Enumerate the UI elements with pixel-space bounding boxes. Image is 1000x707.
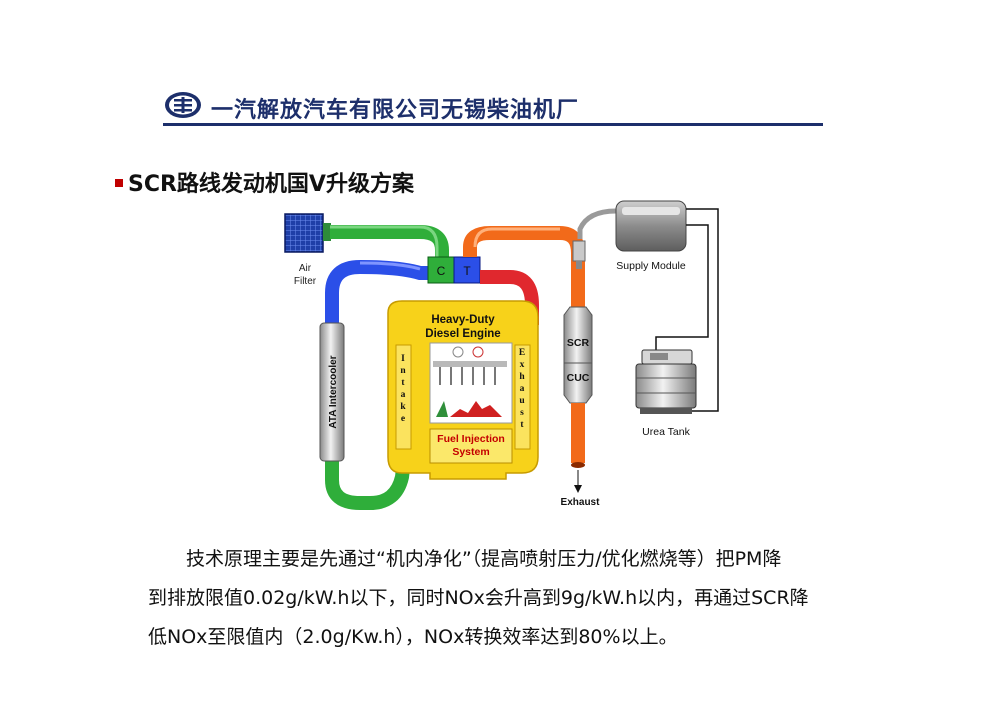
intake-air-pipe (330, 225, 449, 261)
ata-intercooler (319, 322, 345, 462)
intercooler-label: ATA Intercooler (328, 355, 339, 428)
paragraph-line-1: 技术原理主要是先通过“机内净化”（提高喷射压力/优化燃烧等）把PM降 (186, 548, 782, 570)
svg-text:k: k (400, 402, 406, 412)
air-filter-label-2: Filter (294, 276, 317, 287)
engine-label-2: Diesel Engine (425, 328, 500, 340)
diesel-engine (387, 300, 539, 480)
paragraph-line-3: 低NOx至限值内（2.0g/Kw.h），NOx转换效率达到80%以上。 (148, 626, 678, 648)
supply-wire (686, 208, 719, 412)
charge-air-pipe-bottom (325, 459, 411, 510)
intake-label: I n t a k e (400, 354, 406, 424)
scr-system-diagram: Air Filter ATA Intercooler C T (284, 200, 719, 510)
scr-label: SCR (567, 337, 590, 349)
company-name: 一汽解放汽车有限公司无锡柴油机厂 (211, 98, 580, 123)
fuel-injection-label-1: Fuel Injection (437, 433, 505, 445)
slide-title: SCR路线发动机国Ⅴ升级方案 (115, 166, 414, 198)
charge-air-pipe-top (325, 260, 438, 323)
compressor-label: C (437, 264, 446, 278)
svg-text:a: a (520, 384, 525, 394)
supply-module-label: Supply Module (616, 260, 686, 272)
svg-text:a: a (401, 390, 406, 400)
urea-tank (635, 349, 697, 414)
svg-text:x: x (520, 360, 525, 370)
exhaust-out-label: Exhaust (561, 497, 601, 508)
header: 一汽解放汽车有限公司无锡柴油机厂 (163, 86, 823, 126)
exhaust-side-label: E x h a u s t (519, 348, 526, 430)
header-divider (163, 123, 823, 126)
svg-text:I: I (401, 354, 405, 364)
svg-text:h: h (519, 372, 525, 382)
paragraph-line-2: 到排放限值0.02g/kW.h以下，同时NOx会升高到9g/kW.h以内，再通过… (148, 587, 809, 609)
scr-catalyst (563, 306, 593, 404)
svg-text:t: t (520, 420, 524, 430)
svg-text:t: t (401, 378, 405, 388)
description-paragraph: 技术原理主要是先通过“机内净化”（提高喷射压力/优化燃烧等）把PM降 到排放限值… (148, 540, 908, 657)
slide-title-text: SCR路线发动机国Ⅴ升级方案 (128, 172, 414, 197)
urea-tank-label: Urea Tank (642, 426, 690, 438)
supply-module (615, 200, 687, 252)
faw-logo-icon (165, 92, 201, 118)
bullet-square-icon (115, 179, 123, 187)
air-filter (284, 213, 331, 253)
air-filter-label-1: Air (299, 263, 312, 274)
svg-text:u: u (519, 396, 525, 406)
svg-text:n: n (400, 366, 406, 376)
fuel-injection-label-2: System (452, 446, 489, 458)
svg-text:E: E (519, 348, 525, 358)
cuc-label: CUC (567, 372, 590, 384)
svg-text:s: s (520, 408, 524, 418)
engine-label-1: Heavy-Duty (431, 314, 495, 326)
turbine-label: T (463, 264, 471, 278)
return-wire (655, 224, 709, 351)
urea-dosing-line (577, 208, 617, 239)
svg-text:e: e (401, 414, 405, 424)
